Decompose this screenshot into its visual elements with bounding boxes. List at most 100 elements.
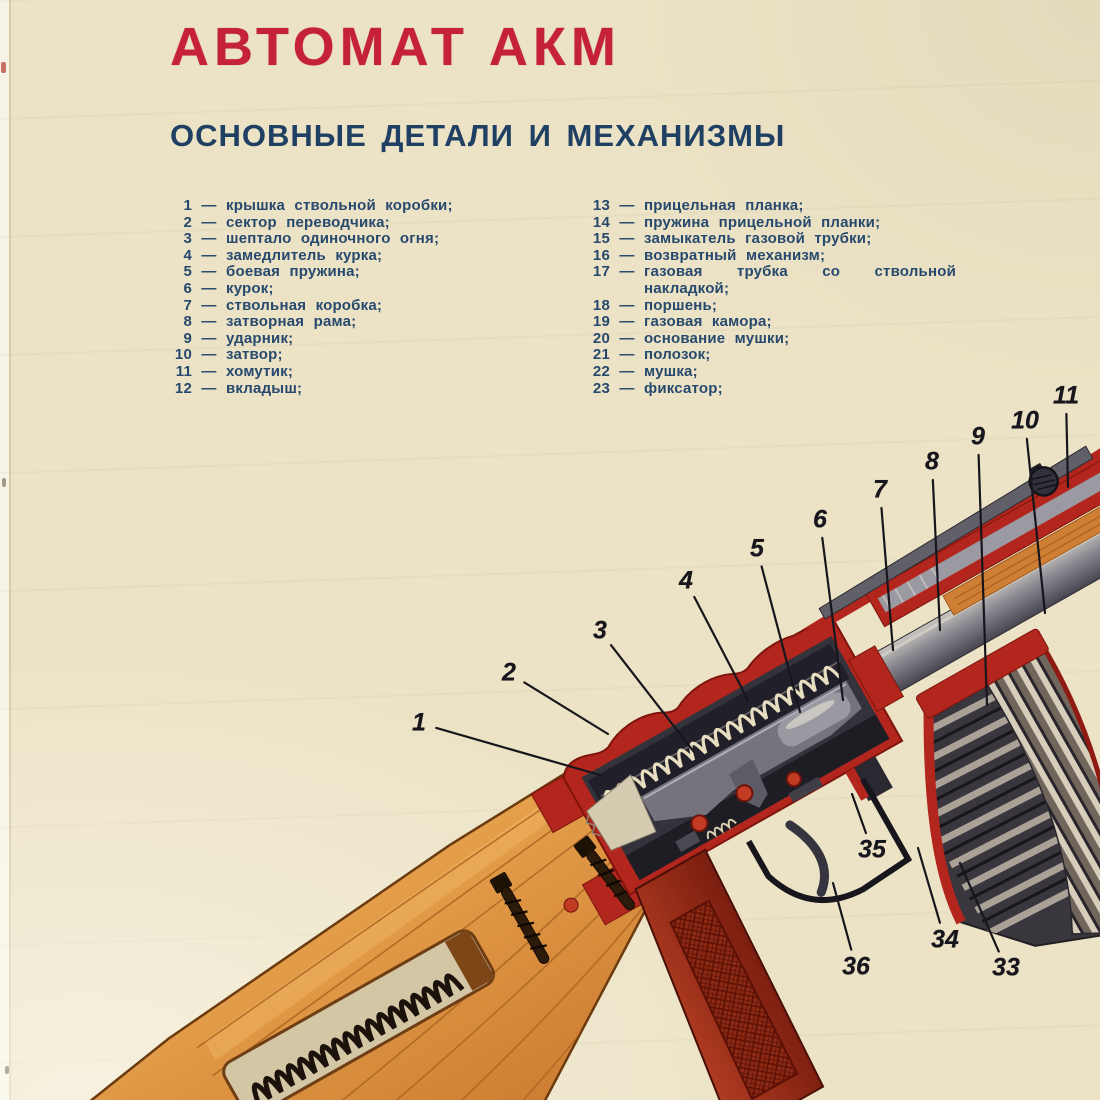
axis-pin (735, 784, 754, 803)
dash: — (619, 379, 635, 397)
list-item: 13—прицельная планка; (578, 197, 998, 215)
dash: — (619, 263, 635, 281)
list-item: 7—ствольная коробка; (168, 296, 568, 315)
list-item: 10—затвор; (168, 347, 568, 364)
part-label: боевая пружина; (226, 263, 360, 281)
dash: — (619, 213, 635, 231)
recoil-guide-plate (586, 774, 657, 851)
chamber-section (848, 645, 905, 712)
trigger-sear (788, 776, 823, 803)
dash: — (201, 296, 217, 314)
trigger (785, 820, 829, 897)
part-number: 1 (183, 197, 192, 214)
poster-subtitle: ОСНОВНЫЕ ДЕТАЛИ И МЕХАНИЗМЫ (170, 118, 786, 153)
part-label: курок; (226, 279, 274, 297)
dash: — (201, 263, 217, 281)
part-number: 9 (183, 329, 192, 347)
parts-list-column-2: 13—прицельная планка;14—пружина прицельн… (578, 197, 998, 398)
part-number: 20 (592, 329, 610, 347)
list-item: 18—поршень; (578, 296, 998, 315)
part-label: прицельная планка; (644, 197, 804, 214)
receiver-group (562, 614, 904, 897)
part-label: шептало одиночного огня; (226, 230, 440, 248)
part-number: 2 (183, 213, 192, 231)
callout-number: 8 (925, 447, 939, 476)
part-number: 21 (592, 346, 610, 364)
part-number: 12 (174, 379, 192, 397)
list-item: 11—хомутик; (168, 362, 568, 381)
magazine-wall-section (923, 700, 966, 925)
list-item: 22—мушка; (578, 362, 998, 381)
dash: — (201, 230, 217, 248)
dash: — (619, 230, 635, 248)
part-label: затвор; (226, 346, 283, 364)
callout-number: 1 (412, 708, 426, 737)
handguard (942, 478, 1100, 616)
pistol-grip (634, 848, 825, 1100)
callout-number: 33 (992, 953, 1020, 982)
part-label: полозок; (644, 346, 711, 364)
callout-number: 7 (873, 475, 887, 504)
buttstock-spring-channel (222, 929, 496, 1100)
callout-number: 9 (971, 422, 985, 451)
part-label: пружина прицельной планки; (644, 213, 881, 231)
callout-number: 36 (842, 952, 870, 981)
list-item: 23—фиксатор; (578, 379, 998, 398)
part-number: 8 (183, 313, 192, 331)
part-number: 3 (183, 230, 192, 248)
list-item: 14—пружина прицельной планки; (578, 213, 998, 232)
list-item: 16—возвратный механизм; (578, 246, 998, 265)
hammer (729, 758, 768, 808)
callout-number: 11 (1053, 381, 1079, 410)
part-label: вкладыш; (226, 379, 303, 397)
parts-list-column-1: 1—крышка ствольной коробки;2—сектор пере… (168, 197, 568, 397)
list-item: 19—газовая камора; (578, 314, 998, 331)
scan-speck (5, 1066, 9, 1074)
list-item: 1—крышка ствольной коробки; (168, 197, 568, 215)
part-label: крышка ствольной коробки; (226, 197, 453, 214)
callout-number: 4 (679, 566, 693, 595)
dash: — (201, 246, 217, 264)
list-item: 5—боевая пружина; (168, 264, 568, 281)
dash: — (201, 346, 217, 364)
part-label: газовая камора; (644, 313, 772, 331)
callout-number: 34 (931, 925, 959, 954)
part-number: 22 (592, 362, 610, 380)
part-number: 23 (592, 379, 610, 397)
dash: — (619, 346, 635, 364)
axis-pin (785, 771, 802, 788)
list-item: 15 — замыкатель газовой трубки; (578, 231, 998, 248)
dash: — (201, 313, 217, 331)
part-label: основание мушки; (644, 329, 790, 347)
buttstock-spring (251, 973, 465, 1100)
dash: — (619, 296, 635, 314)
part-label: затворная рама; (226, 313, 357, 331)
trigger-group (746, 756, 913, 903)
trigger-guard (746, 777, 913, 903)
callout-number: 35 (858, 835, 886, 864)
part-label: замыкатель газовой трубки; (644, 230, 872, 248)
sear (675, 830, 701, 853)
scan-speck (1, 62, 6, 73)
part-label: хомутик; (226, 362, 294, 380)
part-number: 15 (592, 230, 610, 248)
list-item: 3 — шептало одиночного огня; (168, 231, 568, 248)
hammer-spring (706, 818, 737, 840)
part-label: ударник; (226, 329, 294, 347)
bolt (777, 692, 851, 747)
stock-screw (573, 835, 635, 911)
part-label: поршень; (644, 296, 718, 314)
dash: — (619, 197, 635, 214)
stock-pin (563, 897, 579, 913)
list-item: 8 — затворная рама; (168, 314, 568, 331)
list-item: 6—курок; (168, 279, 568, 298)
part-number: 17 (592, 263, 610, 281)
dash: — (201, 329, 217, 347)
magazine-catch (850, 756, 893, 802)
part-number: 16 (592, 246, 610, 264)
callout-number: 2 (502, 658, 516, 687)
list-item: 4—замедлитель курка; (168, 246, 568, 265)
part-number: 7 (183, 296, 192, 314)
